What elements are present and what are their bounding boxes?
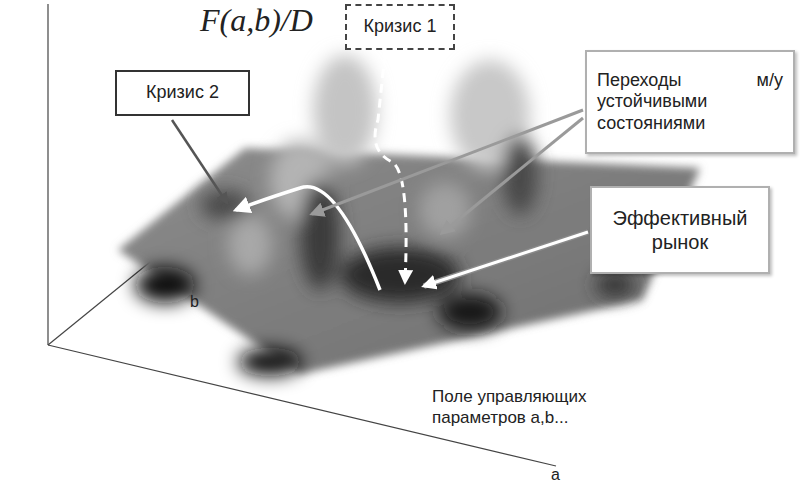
crisis-box: Кризис 1 (345, 4, 455, 50)
crisis-1-transition (375, 54, 406, 282)
box-text: Кризис 1 (357, 16, 443, 38)
leader-line (424, 232, 588, 286)
box-text: Эффективный рынок (602, 206, 758, 254)
axis-f (47, 4, 48, 345)
axis-formula: F(a,b)/D (200, 0, 350, 40)
leader-line (172, 120, 227, 203)
leader-line (312, 110, 583, 214)
axis-b (48, 262, 150, 345)
axis-caption: Поле управляющих параметров a,b... (432, 386, 607, 429)
callout-box: Переходы м/у устойчивыми состояниями (585, 50, 795, 154)
crisis-2-transition (236, 187, 380, 290)
box-text: Кризис 2 (127, 82, 238, 104)
leader-line (424, 232, 588, 286)
axis-label: b (190, 292, 210, 312)
crisis-box: Кризис 2 (115, 70, 250, 116)
leader-line (442, 118, 583, 233)
box-text: Переходы м/у устойчивыми состояниями (597, 70, 783, 135)
callout-box: Эффективный рынок (590, 186, 770, 274)
axis-label: a (551, 465, 571, 485)
